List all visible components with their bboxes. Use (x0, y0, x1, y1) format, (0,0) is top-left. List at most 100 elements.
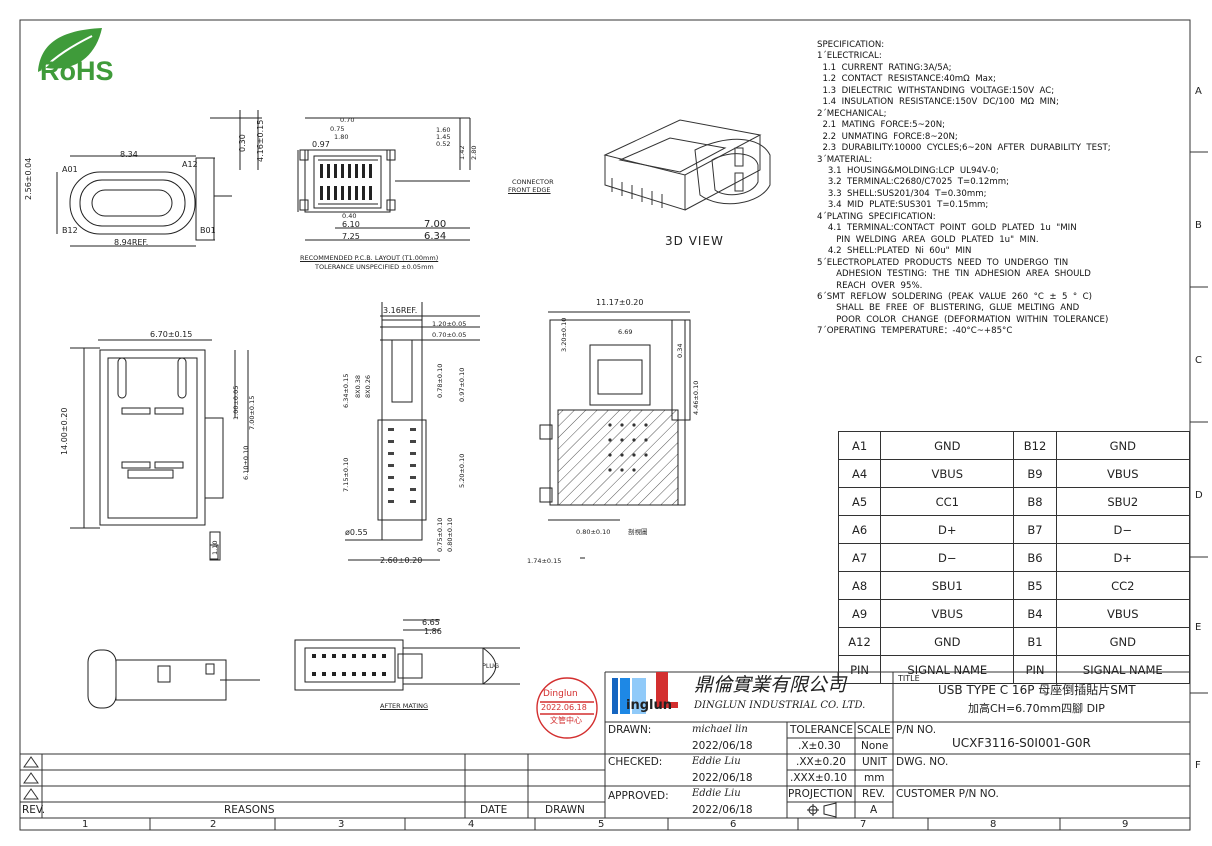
pin-table-cell: A9 (837, 599, 882, 628)
rohs-logo: RoHS (40, 56, 114, 86)
dim-label: 2.60±0.20 (380, 556, 423, 565)
spec-line: REACH OVER 95%. (817, 280, 923, 291)
pin-table-cell: CC1 (880, 487, 1015, 516)
dim-label: 0.78±0.10 (436, 363, 444, 398)
spec-line: 5´ELECTROPLATED PRODUCTS NEED TO UNDERGO… (817, 257, 1069, 268)
dwg-label: DWG. NO. (896, 756, 949, 768)
dim-label: 0.80±0.10 (446, 517, 454, 552)
pin-table-cell: B5 (1013, 571, 1057, 600)
company-name-cn: 鼎倫實業有限公司 (694, 674, 847, 696)
approval-stamp-icon (536, 677, 598, 739)
dinglun-logo-icon (612, 672, 678, 714)
spec-line: 3.2 TERMINAL:C2680/C7025 T=0.12mm; (817, 177, 1009, 188)
pin-table-cell: B9 (1013, 459, 1057, 488)
rev-label: REV. (862, 788, 886, 800)
dim-label: 8X0.38 (354, 374, 362, 398)
pin-table-cell: A1 (837, 431, 882, 460)
projection-symbol-icon (807, 802, 837, 818)
dim-label: 7.25 (342, 232, 360, 241)
pin-table-cell: SIGNAL NAME (1055, 655, 1191, 684)
pin-table-cell: VBUS (880, 459, 1015, 488)
dim-label: 6.34±0.15 (342, 373, 350, 408)
dim-label: 2.56±0.04 (24, 157, 33, 200)
dim-label: 5.20±0.10 (458, 453, 466, 488)
checked-name: Eddie Liu (692, 756, 741, 767)
checked-label: CHECKED: (608, 756, 663, 768)
projection-label: PROJECTION (788, 788, 853, 800)
drawn-date: 2022/06/18 (692, 740, 753, 752)
pin-table-cell: GND (880, 627, 1015, 656)
dim-label: B12 (62, 226, 78, 235)
dim-label: 1.74±0.15 (527, 557, 562, 565)
dim-label: 4.16±0.15 (256, 119, 265, 162)
pin-table-cell: D− (880, 543, 1015, 572)
dim-label: 8X0.26 (364, 374, 372, 398)
pn-label: P/N NO. (896, 724, 937, 736)
zone-label: 1 (82, 819, 89, 830)
pin-table-cell: PIN (1013, 655, 1057, 684)
tolerance-xx: .XX±0.20 (796, 756, 846, 768)
dim-label: 4.46±0.10 (692, 380, 700, 415)
zone-label: F (1195, 760, 1201, 771)
pin-table-cell: A8 (837, 571, 882, 600)
dim-label: 0.52 (436, 140, 451, 148)
dim-label: 6.65 (422, 618, 440, 627)
spec-line: POOR COLOR CHANGE (DEFORMATION WITHIN TO… (817, 314, 1109, 325)
pin-table-cell: GND (1055, 431, 1191, 460)
zone-label: A (1195, 86, 1202, 97)
pin-table-cell: VBUS (1055, 459, 1191, 488)
stamp-dept: 文管中心 (550, 716, 582, 725)
spec-line: 1.1 CURRENT RATING:3A/5A; (817, 62, 952, 73)
tolerance-xxx: .XXX±0.10 (790, 772, 848, 784)
drawing-title-line1: USB TYPE C 16P 母座倒插貼片SMT (938, 683, 1136, 697)
tolerance-label: TOLERANCE (790, 724, 854, 736)
pin-table-cell: VBUS (1055, 599, 1191, 628)
dim-label: 8.34 (120, 150, 138, 159)
zone-label: D (1195, 490, 1203, 501)
unit-value: mm (864, 772, 885, 784)
dim-label: 0.75 (330, 125, 345, 133)
dim-label: 8.94REF. (114, 238, 149, 247)
plug-label: PLUG (482, 662, 500, 670)
drawn-name: michael lin (692, 724, 748, 735)
pin-table-cell: B4 (1013, 599, 1057, 628)
spec-line: SPECIFICATION: (817, 40, 885, 50)
dim-label: 0.30 (238, 134, 247, 152)
pn-value: UCXF3116-S0I001-G0R (952, 736, 1091, 750)
checked-date: 2022/06/18 (692, 772, 753, 784)
pin-table-cell: B1 (1013, 627, 1057, 656)
title-label: TITLE (898, 674, 920, 683)
scale-label: SCALE (857, 724, 891, 736)
spec-line: 1.3 DIELECTRIC WITHSTANDING VOLTAGE:150V… (817, 85, 1055, 96)
pin-table-cell: GND (880, 431, 1015, 460)
spec-line: 2.2 UNMATING FORCE:8~20N; (817, 131, 958, 142)
tolerance-x: .X±0.30 (798, 740, 841, 752)
spec-line: 4.2 SHELL:PLATED Ni 60u" MIN (817, 246, 972, 257)
approved-label: APPROVED: (608, 790, 669, 802)
tolerance-note: TOLERANCE UNSPECIFIED ±0.05mm (315, 263, 434, 271)
stamp-company: Dinglun (543, 689, 578, 699)
unit-label: UNIT (862, 756, 888, 768)
dim-label: 0.80±0.10 (576, 528, 611, 536)
dim-label: A12 (182, 160, 198, 169)
dim-label: B01 (200, 226, 216, 235)
zone-label: 2 (210, 819, 217, 830)
pin-table-cell: D+ (880, 515, 1015, 544)
pin-table-cell: B7 (1013, 515, 1057, 544)
spec-line: SHALL BE FREE OF BLISTERING, GLUE MELTIN… (817, 303, 1080, 314)
drawing-title-line2: 加高CH=6.70mm四腳 DIP (968, 702, 1105, 715)
dim-label: 14.00±0.20 (60, 407, 69, 455)
spec-line: 1.4 INSULATION RESISTANCE:150V DC/100 MΩ… (817, 97, 1059, 108)
reasons-column-header: REASONS (224, 804, 275, 816)
spec-line: 1.2 CONTACT RESISTANCE:40mΩ Max; (817, 74, 996, 85)
zone-label: 3 (338, 819, 345, 830)
spec-line: 3.4 MID PLATE:SUS301 T=0.15mm; (817, 200, 989, 211)
dim-label: 1.45 (436, 133, 451, 141)
drawn-label: DRAWN: (608, 724, 652, 736)
dim-label: 1.80 (334, 133, 349, 141)
dim-label: 1.42 (458, 145, 466, 160)
